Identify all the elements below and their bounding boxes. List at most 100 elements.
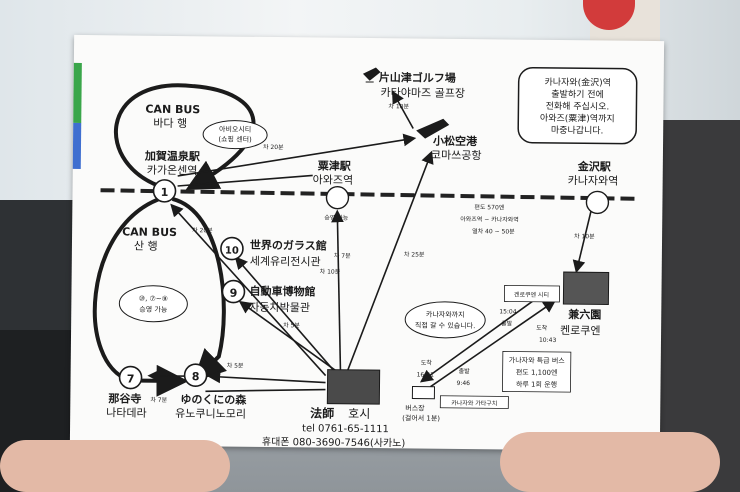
arrow-hoshi-9: [238, 300, 340, 374]
kanazawa-kr: 카나자와역: [568, 174, 619, 188]
time-yunokuni: 차 5분: [227, 362, 244, 370]
rail-duration: 열차 40 ~ 50분: [472, 227, 515, 235]
kaga-note-bubble: [202, 120, 268, 150]
station-7-number: 7: [127, 372, 135, 385]
fares-title: 가나자와 특급 버스: [509, 355, 566, 365]
car-museum-jp: 自動車博物館: [249, 284, 315, 299]
arrow-busstop-kenroku: [430, 300, 557, 388]
direct-ride-bubble: [404, 301, 486, 339]
glass-museum-jp: 世界のガラス館: [250, 238, 327, 253]
time-komatsu: 차 25분: [404, 250, 425, 258]
route-map-paper: 1 7 8 9 10 CAN BUS 바다 행 CAN BUS 산 행 加賀温泉…: [69, 34, 665, 452]
contact-tel: tel 0761-65-1111: [302, 423, 389, 435]
busstop-tag: 카나자와 가타구치: [451, 399, 497, 407]
awazu-station-jp: 粟津駅: [317, 158, 351, 172]
time-kanazawa-kenroku: 차 10분: [574, 232, 595, 240]
golf-jp: 片山津ゴルフ場: [379, 70, 456, 85]
arr-label: 도착: [536, 324, 548, 332]
bus-mountain-label: CAN BUS: [122, 225, 177, 239]
yunokuni-jp: ゆのくにの森: [180, 392, 247, 407]
arrow-hoshi-komatsu: [344, 150, 434, 377]
arrow-hoshi-1: [170, 203, 327, 377]
rail-fare: 편도 570엔: [474, 203, 504, 211]
station-9-circle: [221, 279, 246, 304]
glass-museum-kr: 세계유리전시관: [250, 255, 321, 269]
time-1-komatsu: 차 20분: [263, 143, 284, 151]
komatsu-jp: 小松空港: [432, 134, 478, 148]
time-awazu: 차 7분: [334, 252, 351, 260]
arrow-kenroku-busstop: [419, 294, 542, 383]
nata-kr: 나타데라: [106, 406, 147, 419]
notice-line4: 아와즈(粟津)역까지: [540, 112, 615, 125]
busstop-label: 버스장: [405, 403, 425, 412]
dep2-time: 9:46: [456, 380, 470, 387]
notice-line2: 출발하기 전에: [551, 89, 604, 101]
kaga-note-line1: 아비오시티: [219, 124, 251, 133]
hoshi-kr: 호시: [348, 407, 370, 421]
kenroku-photo: [562, 271, 610, 306]
station-markers: [118, 179, 610, 390]
awazu-note: 승영 가능: [324, 214, 349, 222]
time-glass: 차 10분: [320, 268, 341, 276]
pickup-oval-bubble: [118, 285, 188, 323]
kanazawa-circle: [585, 190, 610, 215]
komatsu-kr: 코마쓰공항: [431, 149, 482, 163]
station-9-number: 9: [230, 287, 238, 300]
airport-plane-icon: [416, 118, 450, 139]
bus-icon: [411, 385, 436, 400]
arr2-label: 도착: [421, 359, 433, 367]
station-10-number: 10: [225, 246, 239, 257]
busstop-tag-box: [439, 395, 509, 409]
time-nata: 차 7분: [150, 396, 167, 404]
notice-line3: 전화해 주십시오.: [546, 101, 610, 113]
nata-jp: 那谷寺: [108, 391, 141, 405]
kaga-station-kr: 카가온센역: [147, 164, 198, 178]
dep2-label: 출발: [459, 367, 471, 375]
bus-sea-dest: 바다 행: [153, 117, 187, 130]
notice-line5: 마중나갑니다.: [551, 124, 604, 137]
kanazawa-jp: 金沢駅: [577, 159, 611, 173]
bus-mountain-dest: 산 행: [134, 240, 158, 253]
pickup-notice-box: [517, 66, 638, 145]
arr-time: 10:43: [539, 337, 557, 344]
arrow-hoshi-10: [234, 256, 337, 374]
arrow-hoshi-7: [205, 388, 326, 393]
yunokuni-kr: 유노쿠니노모리: [175, 407, 246, 421]
arrow-1-komatsu: [177, 133, 417, 177]
time-golf: 차 10분: [388, 102, 409, 110]
dep-time: 15:04: [499, 308, 517, 315]
awazu-circle: [325, 185, 350, 210]
fares-box: [502, 351, 572, 393]
car-museum-kr: 자동차박물관: [249, 301, 310, 315]
arrow-hoshi-8: [207, 370, 326, 384]
time-1-10: 차 20분: [192, 226, 213, 234]
golf-kr: 카타야마즈 골프장: [381, 86, 466, 100]
station-1-number: 1: [161, 186, 169, 199]
notice-line1: 카나자와(金沢)역: [544, 76, 611, 89]
station-1-circle: [152, 179, 177, 203]
arr2-time: 16:01: [417, 372, 435, 379]
oval-note-line2: 승영 가능: [139, 305, 168, 314]
kenroku-tag: 겐로쿠엔 시티: [514, 291, 549, 299]
hoshi-photo: [326, 369, 381, 405]
busstop-walk: (걸어서 1분): [402, 413, 440, 422]
kaga-station-jp: 加賀温泉駅: [144, 149, 200, 164]
route-map: 1 7 8 9 10 CAN BUS 바다 행 CAN BUS 산 행 加賀温泉…: [92, 66, 638, 450]
mountain-loop-right: [171, 197, 227, 382]
ride-note-line1: 카나자와까지: [426, 310, 465, 319]
fares-price: 편도 1,100엔: [516, 368, 558, 377]
station-7-circle: [118, 365, 143, 390]
fares-daily: 하루 1회 운행: [516, 380, 557, 389]
arrow-awazu-1: [177, 174, 313, 187]
arrow-kanazawa-kenroku: [572, 205, 594, 274]
dep-label: 출발: [501, 319, 513, 327]
kaga-note-line2: (쇼핑 센터): [218, 134, 252, 143]
arrow-komatsu-golf: [392, 90, 414, 129]
awazu-station-kr: 아와즈역: [313, 173, 354, 186]
hoshi-jp: 法師: [310, 405, 334, 420]
station-8-circle: [183, 363, 208, 388]
station-10-circle: [220, 236, 244, 261]
rail-route: 아와즈역 ~ 카나자와역: [460, 215, 519, 224]
contact-mobile: 휴대폰 080-3690-7546(사카노): [262, 436, 406, 450]
airplane-icon: [362, 67, 381, 83]
